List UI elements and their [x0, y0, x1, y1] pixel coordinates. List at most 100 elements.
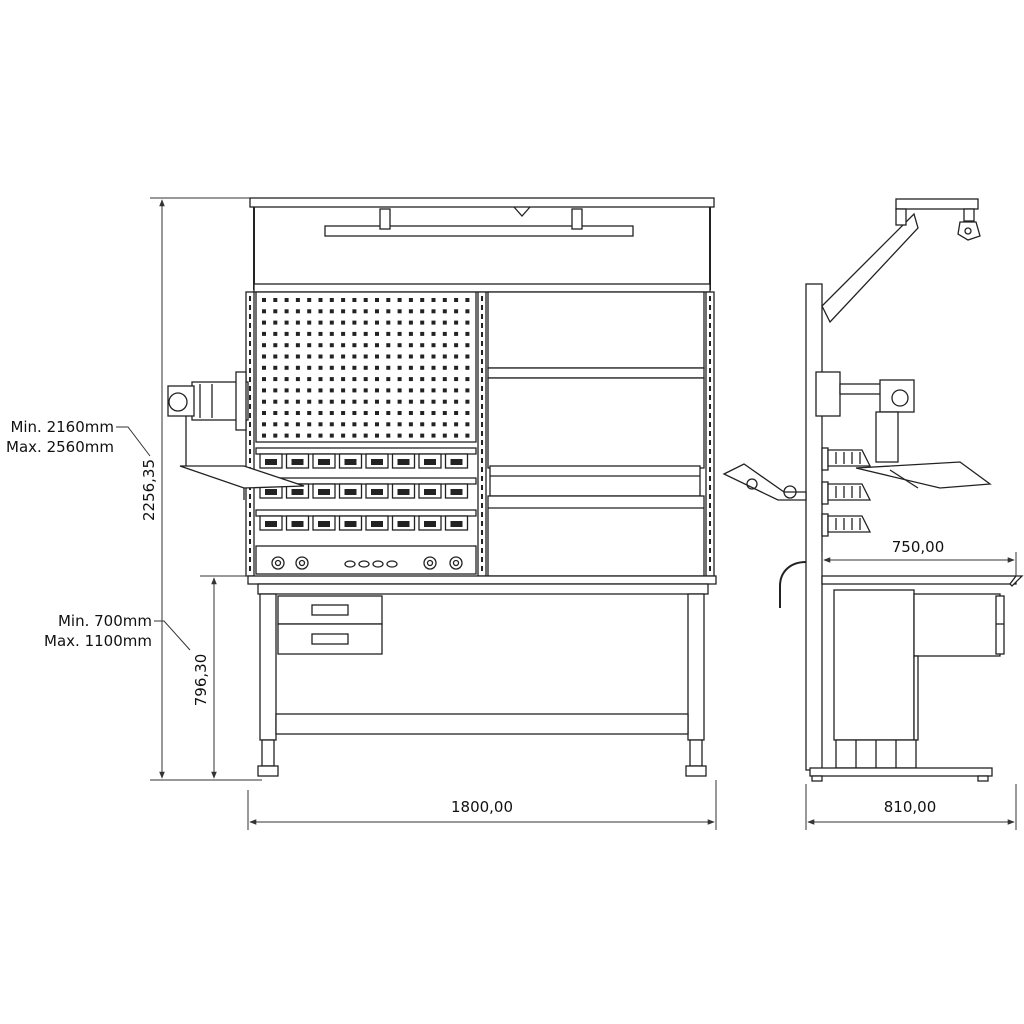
right-middle-space	[487, 377, 705, 469]
perforation-hole	[454, 433, 459, 438]
lamp-arm	[821, 212, 919, 324]
perforation-hole	[307, 320, 312, 325]
perforation-hole	[352, 354, 357, 359]
upright-slot	[709, 350, 711, 355]
right-leg	[687, 593, 705, 741]
storage-bin-label	[265, 489, 277, 495]
perforation-hole	[420, 411, 425, 415]
perforation-hole	[352, 320, 357, 325]
upright-slot	[481, 548, 483, 553]
perforation-hole	[465, 433, 470, 438]
perforation-hole	[262, 411, 266, 415]
drawer-lower-handle	[311, 633, 349, 645]
perforation-hole	[363, 354, 368, 359]
upright-slot	[249, 323, 251, 328]
perforation-hole	[454, 354, 459, 359]
power-sockets	[271, 556, 463, 570]
storage-bin-label	[450, 489, 463, 495]
storage-bin-label	[291, 489, 304, 495]
perforation-hole	[295, 433, 300, 438]
table-range-leader	[154, 620, 191, 651]
right-leg-lower	[689, 739, 703, 767]
perforation-hole	[375, 388, 379, 393]
perforation-hole	[397, 365, 402, 370]
perforation-hole	[431, 433, 436, 438]
perforation-hole	[273, 399, 278, 404]
cable-hook	[779, 561, 807, 608]
perforation-hole	[295, 331, 300, 336]
perforation-hole	[329, 365, 334, 370]
perforation-hole	[420, 298, 425, 302]
perforation-hole	[442, 422, 447, 427]
upright-slot	[481, 404, 483, 409]
perforation-hole	[307, 309, 312, 314]
upright-slot	[249, 395, 251, 400]
perforation-hole	[442, 309, 447, 314]
storage-bin-label	[371, 489, 383, 495]
perforation-hole	[454, 411, 459, 415]
perforation-hole	[273, 354, 278, 359]
upright-slot	[249, 431, 251, 436]
perforation-hole	[442, 298, 447, 302]
perforation-hole	[386, 399, 391, 404]
perforation-hole	[465, 309, 470, 314]
perforation-hole	[375, 331, 379, 336]
perforation-hole	[295, 411, 300, 415]
perforation-hole	[318, 365, 323, 370]
perforation-hole	[273, 411, 278, 415]
right-drawer-tray	[489, 465, 701, 497]
side-drawer-body	[913, 593, 1001, 657]
perforation-hole	[363, 388, 368, 393]
upright-slot	[249, 296, 251, 301]
perforation-hole	[352, 298, 357, 302]
perforation-hole	[442, 320, 447, 325]
upright-slot	[249, 566, 251, 571]
perforation-hole	[341, 309, 346, 314]
perforation-hole	[363, 365, 368, 370]
perforation-hole	[454, 320, 459, 325]
light-bracket-left	[379, 208, 391, 230]
perforation-hole	[454, 298, 459, 302]
perforation-hole	[318, 399, 323, 404]
perforation-hole	[341, 320, 346, 325]
perforation-hole	[307, 411, 312, 415]
perforation-hole	[386, 422, 391, 427]
upright-slot	[249, 530, 251, 535]
perforation-hole	[442, 388, 447, 393]
perforation-hole	[307, 354, 312, 359]
perforation-hole	[341, 377, 346, 382]
perforation-hole	[465, 354, 470, 359]
perforation-hole	[442, 354, 447, 359]
perforation-hole	[465, 388, 470, 393]
upright-slot	[481, 449, 483, 454]
perforation-hole	[262, 343, 266, 348]
light-bar	[324, 225, 634, 237]
upright-slot	[481, 476, 483, 481]
upright-slot	[481, 494, 483, 499]
side-bins	[821, 447, 872, 537]
upright-slot	[709, 512, 711, 517]
right-lower-space	[487, 495, 705, 577]
drawer-upper-handle	[311, 604, 349, 616]
perforated-holes	[262, 298, 470, 438]
upright-slot	[709, 359, 711, 364]
table-min-label: Min. 700mm	[58, 612, 152, 630]
upright-slot	[709, 476, 711, 481]
perforation-hole	[363, 320, 368, 325]
front-monitor-arm	[167, 371, 305, 500]
perforation-hole	[318, 411, 323, 415]
upright-slot	[249, 449, 251, 454]
perforation-hole	[273, 377, 278, 382]
table-apron	[257, 583, 709, 595]
storage-bin-label	[371, 459, 383, 465]
perforation-hole	[386, 343, 391, 348]
perforation-hole	[408, 433, 413, 438]
upright-slot	[709, 341, 711, 346]
perforation-hole	[273, 331, 278, 336]
side-bin-rail	[821, 481, 829, 505]
storage-bin-label	[371, 521, 383, 527]
perforation-hole	[408, 343, 413, 348]
perforation-hole	[386, 433, 391, 438]
left-foot	[257, 765, 279, 777]
